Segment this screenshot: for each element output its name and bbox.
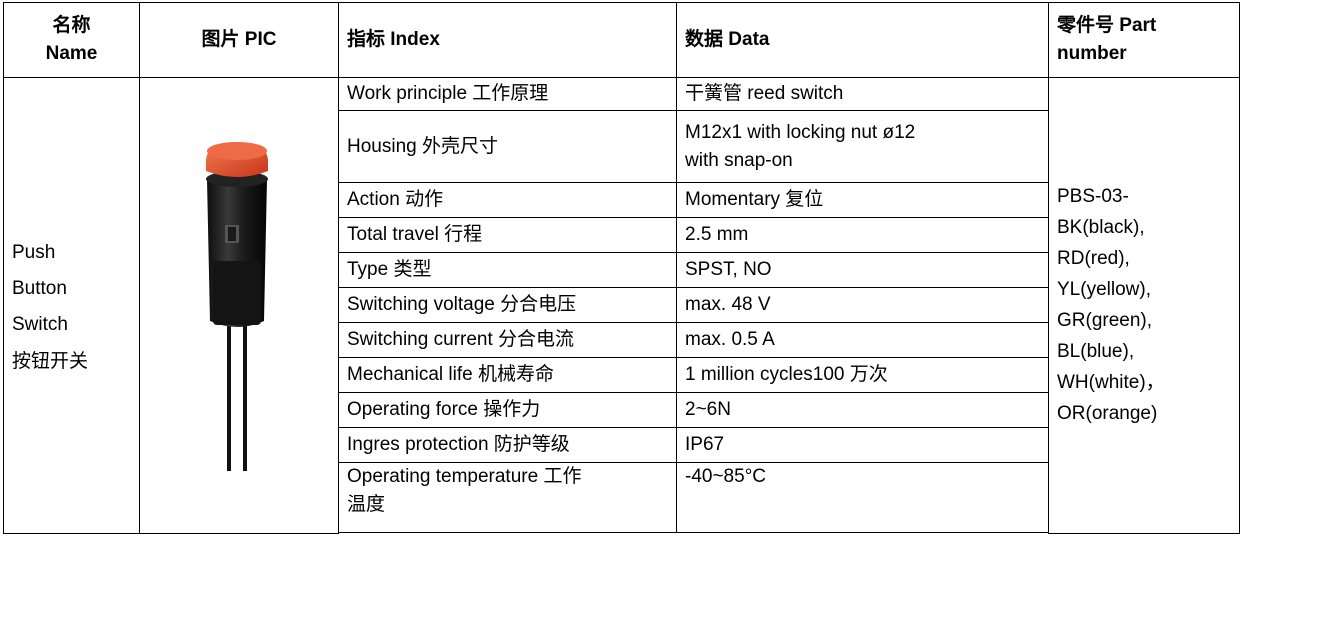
spec-data: max. 0.5 A [676,322,1049,358]
spec-data: 干簧管 reed switch [676,77,1049,111]
spec-row: Total travel 行程 2.5 mm [4,217,1240,253]
spec-index: Switching current 分合电流 [338,322,677,358]
header-name: 名称 Name [3,2,140,78]
spec-table: 名称 Name 图片 PIC 指标 Index 数据 Data 零件号 Part… [3,2,1240,534]
spec-data: 2~6N [676,392,1049,428]
product-name-cell: Push Button Switch 按钮开关 [3,77,140,534]
header-part-number: 零件号 Part number [1048,2,1240,78]
spec-row: Switching current 分合电流 max. 0.5 A [4,322,1240,358]
spec-data: M12x1 with locking nut ø12 with snap-on [676,110,1049,183]
part-number-cell: PBS-03- BK(black), RD(red), YL(yellow), … [1048,77,1240,534]
spec-row: Operating temperature 工作 温度 -40~85°C [4,462,1240,533]
spec-row: Type 类型 SPST, NO [4,252,1240,288]
spec-index: Operating temperature 工作 温度 [338,462,677,533]
spec-index: Type 类型 [338,252,677,288]
spec-index: Ingres protection 防护等级 [338,427,677,463]
spec-row: Mechanical life 机械寿命 1 million cycles100… [4,357,1240,393]
spec-data: 2.5 mm [676,217,1049,253]
push-button-switch-image [206,141,268,471]
spec-data: SPST, NO [676,252,1049,288]
spec-row: Operating force 操作力 2~6N [4,392,1240,428]
header-data: 数据 Data [676,2,1049,78]
spec-data: 1 million cycles100 万次 [676,357,1049,393]
header-row: 名称 Name 图片 PIC 指标 Index 数据 Data 零件号 Part… [3,2,1240,78]
header-index: 指标 Index [338,2,677,78]
spec-index: Work principle 工作原理 [338,77,677,111]
spec-row: Switching voltage 分合电压 max. 48 V [4,287,1240,323]
product-image-cell [139,77,339,534]
spec-data: -40~85°C [676,462,1049,533]
spec-row: Action 动作 Momentary 复位 [4,182,1240,218]
spec-data: Momentary 复位 [676,182,1049,218]
spec-row: Ingres protection 防护等级 IP67 [4,427,1240,463]
spec-index: Total travel 行程 [338,217,677,253]
spec-index: Operating force 操作力 [338,392,677,428]
header-pic: 图片 PIC [139,2,339,78]
spec-data: max. 48 V [676,287,1049,323]
spec-data: IP67 [676,427,1049,463]
spec-row: Housing 外壳尺寸 M12x1 with locking nut ø12 … [4,110,1240,183]
spec-index: Action 动作 [338,182,677,218]
spec-index: Housing 外壳尺寸 [338,110,677,183]
spec-index: Switching voltage 分合电压 [338,287,677,323]
spec-row: Push Button Switch 按钮开关 [3,77,1240,534]
spec-index: Mechanical life 机械寿命 [338,357,677,393]
